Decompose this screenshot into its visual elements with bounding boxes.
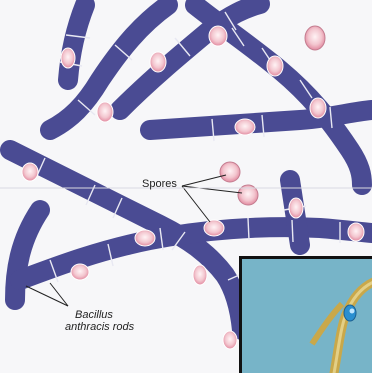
rods-label: Bacillus anthracis rods: [75, 309, 134, 333]
free-spore: [305, 26, 325, 50]
spores-label: Spores: [142, 178, 177, 190]
micrograph-inset: [239, 256, 372, 373]
rods-label-line2: anthracis rods: [65, 321, 134, 333]
rods-label-line1: Bacillus: [75, 309, 134, 321]
rod-chain: [68, 5, 85, 80]
free-spore: [220, 162, 240, 182]
micrograph-image: [242, 259, 372, 373]
